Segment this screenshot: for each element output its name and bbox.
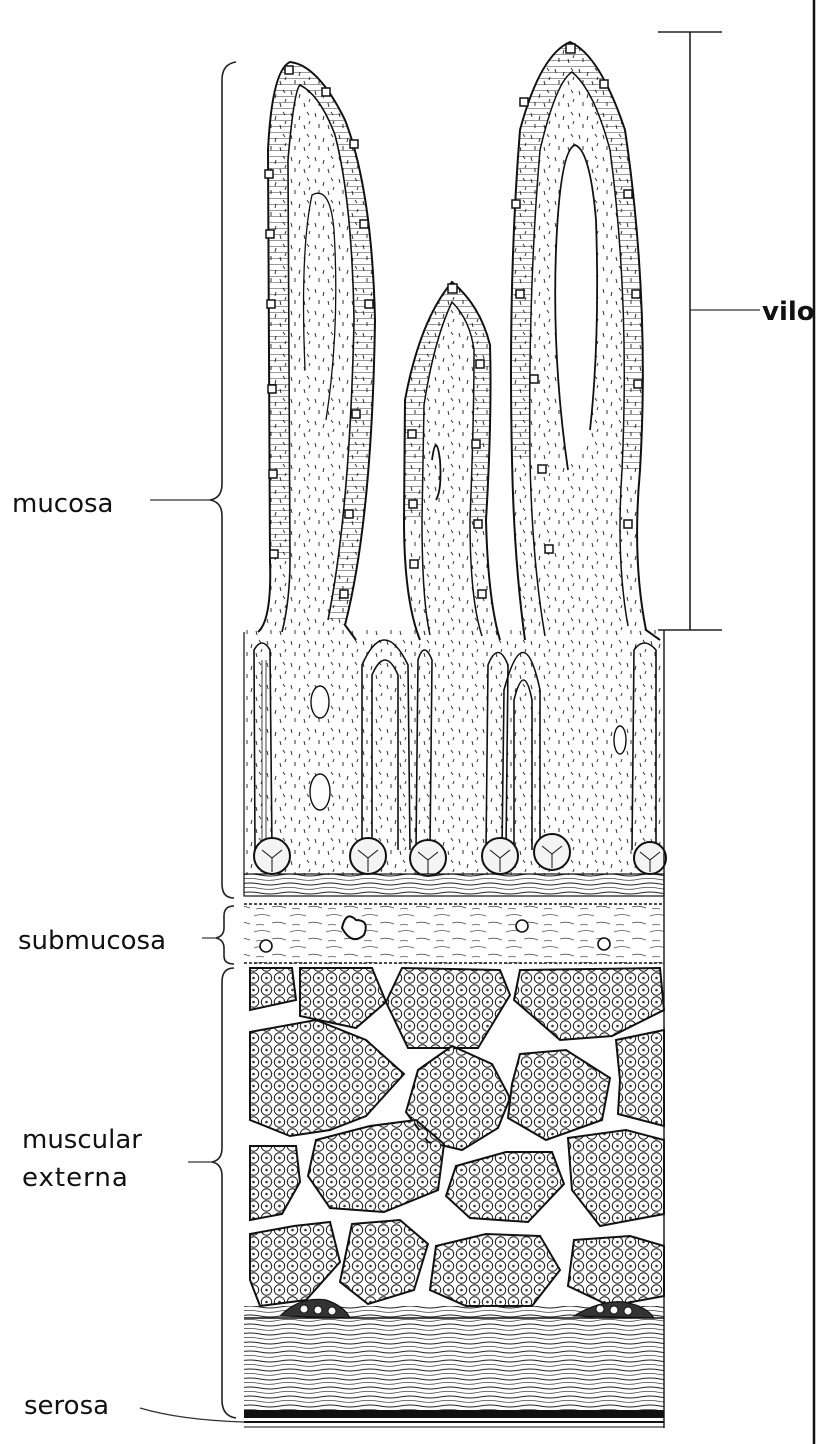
label-muscular: muscular bbox=[22, 1125, 142, 1155]
label-mucosa: mucosa bbox=[12, 489, 114, 519]
mucosa-layer bbox=[244, 42, 666, 896]
lamina-propria bbox=[244, 630, 664, 875]
submucosa-layer bbox=[244, 904, 664, 964]
submucosa-vessel-small bbox=[260, 940, 272, 952]
label-vilo: vilo bbox=[762, 297, 815, 327]
submucosa-vessel-small bbox=[598, 938, 610, 950]
villus-left bbox=[258, 62, 375, 640]
label-submucosa: submucosa bbox=[18, 926, 166, 956]
villus-middle bbox=[404, 282, 500, 640]
label-serosa: serosa bbox=[24, 1391, 109, 1421]
serosa-layer bbox=[244, 1318, 664, 1427]
villus-right bbox=[511, 42, 660, 640]
label-externa: externa bbox=[22, 1163, 129, 1193]
muscularis-mucosae bbox=[244, 874, 664, 896]
muscular-externa-layer bbox=[244, 966, 664, 1318]
submucosa-vessel-small bbox=[516, 920, 528, 932]
